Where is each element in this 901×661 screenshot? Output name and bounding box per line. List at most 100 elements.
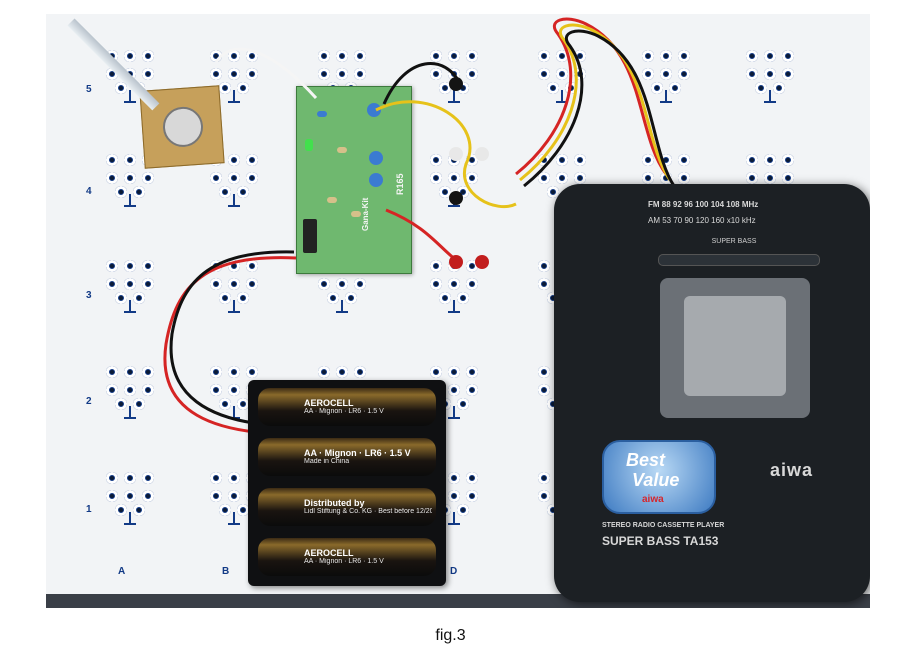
- socket-hole[interactable]: [466, 384, 478, 396]
- socket-hole[interactable]: [237, 398, 249, 410]
- socket-hole[interactable]: [782, 172, 794, 184]
- white-banana-plug[interactable]: [475, 147, 489, 161]
- socket-hole[interactable]: [142, 384, 154, 396]
- socket-hole[interactable]: [246, 260, 258, 272]
- socket-hole[interactable]: [115, 186, 127, 198]
- socket-hole[interactable]: [746, 172, 758, 184]
- socket-hole[interactable]: [228, 154, 240, 166]
- socket-hole[interactable]: [133, 292, 145, 304]
- socket-hole[interactable]: [354, 50, 366, 62]
- socket-hole[interactable]: [448, 384, 460, 396]
- socket-hole[interactable]: [755, 82, 767, 94]
- socket-hole[interactable]: [142, 490, 154, 502]
- socket-hole[interactable]: [124, 366, 136, 378]
- socket-hole[interactable]: [219, 398, 231, 410]
- socket-hole[interactable]: [115, 398, 127, 410]
- socket-hole[interactable]: [228, 366, 240, 378]
- socket-hole[interactable]: [642, 68, 654, 80]
- socket-hole[interactable]: [210, 472, 222, 484]
- socket-hole[interactable]: [142, 260, 154, 272]
- socket-hole[interactable]: [246, 68, 258, 80]
- socket-hole[interactable]: [124, 154, 136, 166]
- socket-hole[interactable]: [318, 50, 330, 62]
- socket-hole[interactable]: [457, 504, 469, 516]
- socket-hole[interactable]: [210, 384, 222, 396]
- socket-hole[interactable]: [466, 50, 478, 62]
- socket-hole[interactable]: [124, 384, 136, 396]
- socket-hole[interactable]: [318, 366, 330, 378]
- socket-hole[interactable]: [764, 154, 776, 166]
- socket-hole[interactable]: [246, 366, 258, 378]
- red-banana-plug[interactable]: [449, 255, 463, 269]
- socket-hole[interactable]: [782, 68, 794, 80]
- socket-hole[interactable]: [210, 278, 222, 290]
- socket-hole[interactable]: [746, 68, 758, 80]
- socket-hole[interactable]: [124, 490, 136, 502]
- socket-hole[interactable]: [124, 50, 136, 62]
- socket-hole[interactable]: [660, 68, 672, 80]
- white-banana-plug[interactable]: [449, 147, 463, 161]
- socket-hole[interactable]: [466, 490, 478, 502]
- socket-hole[interactable]: [466, 172, 478, 184]
- socket-hole[interactable]: [106, 172, 118, 184]
- socket-hole[interactable]: [133, 504, 145, 516]
- socket-hole[interactable]: [115, 504, 127, 516]
- socket-hole[interactable]: [651, 82, 663, 94]
- socket-hole[interactable]: [538, 384, 550, 396]
- tuning-dial[interactable]: FM 88 92 96 100 104 108 MHz AM 53 70 90 …: [648, 198, 844, 238]
- socket-hole[interactable]: [678, 50, 690, 62]
- socket-hole[interactable]: [547, 186, 559, 198]
- socket-hole[interactable]: [345, 292, 357, 304]
- socket-hole[interactable]: [228, 50, 240, 62]
- socket-hole[interactable]: [430, 172, 442, 184]
- socket-hole[interactable]: [538, 366, 550, 378]
- socket-hole[interactable]: [354, 68, 366, 80]
- socket-hole[interactable]: [773, 82, 785, 94]
- socket-hole[interactable]: [660, 50, 672, 62]
- socket-hole[interactable]: [538, 260, 550, 272]
- socket-hole[interactable]: [336, 366, 348, 378]
- socket-hole[interactable]: [642, 154, 654, 166]
- socket-hole[interactable]: [115, 292, 127, 304]
- socket-hole[interactable]: [246, 278, 258, 290]
- socket-hole[interactable]: [228, 278, 240, 290]
- socket-hole[interactable]: [448, 366, 460, 378]
- socket-hole[interactable]: [106, 366, 118, 378]
- socket-hole[interactable]: [133, 186, 145, 198]
- socket-hole[interactable]: [439, 82, 451, 94]
- socket-hole[interactable]: [228, 472, 240, 484]
- socket-hole[interactable]: [538, 278, 550, 290]
- socket-hole[interactable]: [448, 50, 460, 62]
- socket-hole[interactable]: [106, 278, 118, 290]
- socket-hole[interactable]: [538, 490, 550, 502]
- socket-hole[interactable]: [556, 172, 568, 184]
- socket-hole[interactable]: [764, 50, 776, 62]
- socket-hole[interactable]: [448, 172, 460, 184]
- socket-hole[interactable]: [466, 260, 478, 272]
- socket-hole[interactable]: [124, 172, 136, 184]
- socket-hole[interactable]: [457, 292, 469, 304]
- socket-hole[interactable]: [142, 472, 154, 484]
- socket-hole[interactable]: [678, 172, 690, 184]
- socket-hole[interactable]: [210, 68, 222, 80]
- socket-hole[interactable]: [106, 472, 118, 484]
- socket-hole[interactable]: [439, 186, 451, 198]
- red-banana-plug[interactable]: [475, 255, 489, 269]
- socket-hole[interactable]: [574, 154, 586, 166]
- socket-hole[interactable]: [448, 472, 460, 484]
- pcb-switch[interactable]: [303, 219, 317, 253]
- socket-hole[interactable]: [210, 490, 222, 502]
- socket-hole[interactable]: [466, 68, 478, 80]
- socket-hole[interactable]: [466, 472, 478, 484]
- socket-hole[interactable]: [430, 278, 442, 290]
- socket-hole[interactable]: [430, 260, 442, 272]
- socket-hole[interactable]: [430, 68, 442, 80]
- socket-hole[interactable]: [782, 50, 794, 62]
- socket-hole[interactable]: [466, 366, 478, 378]
- socket-hole[interactable]: [318, 68, 330, 80]
- socket-hole[interactable]: [219, 186, 231, 198]
- socket-hole[interactable]: [106, 260, 118, 272]
- socket-hole[interactable]: [430, 366, 442, 378]
- socket-hole[interactable]: [642, 172, 654, 184]
- socket-hole[interactable]: [466, 278, 478, 290]
